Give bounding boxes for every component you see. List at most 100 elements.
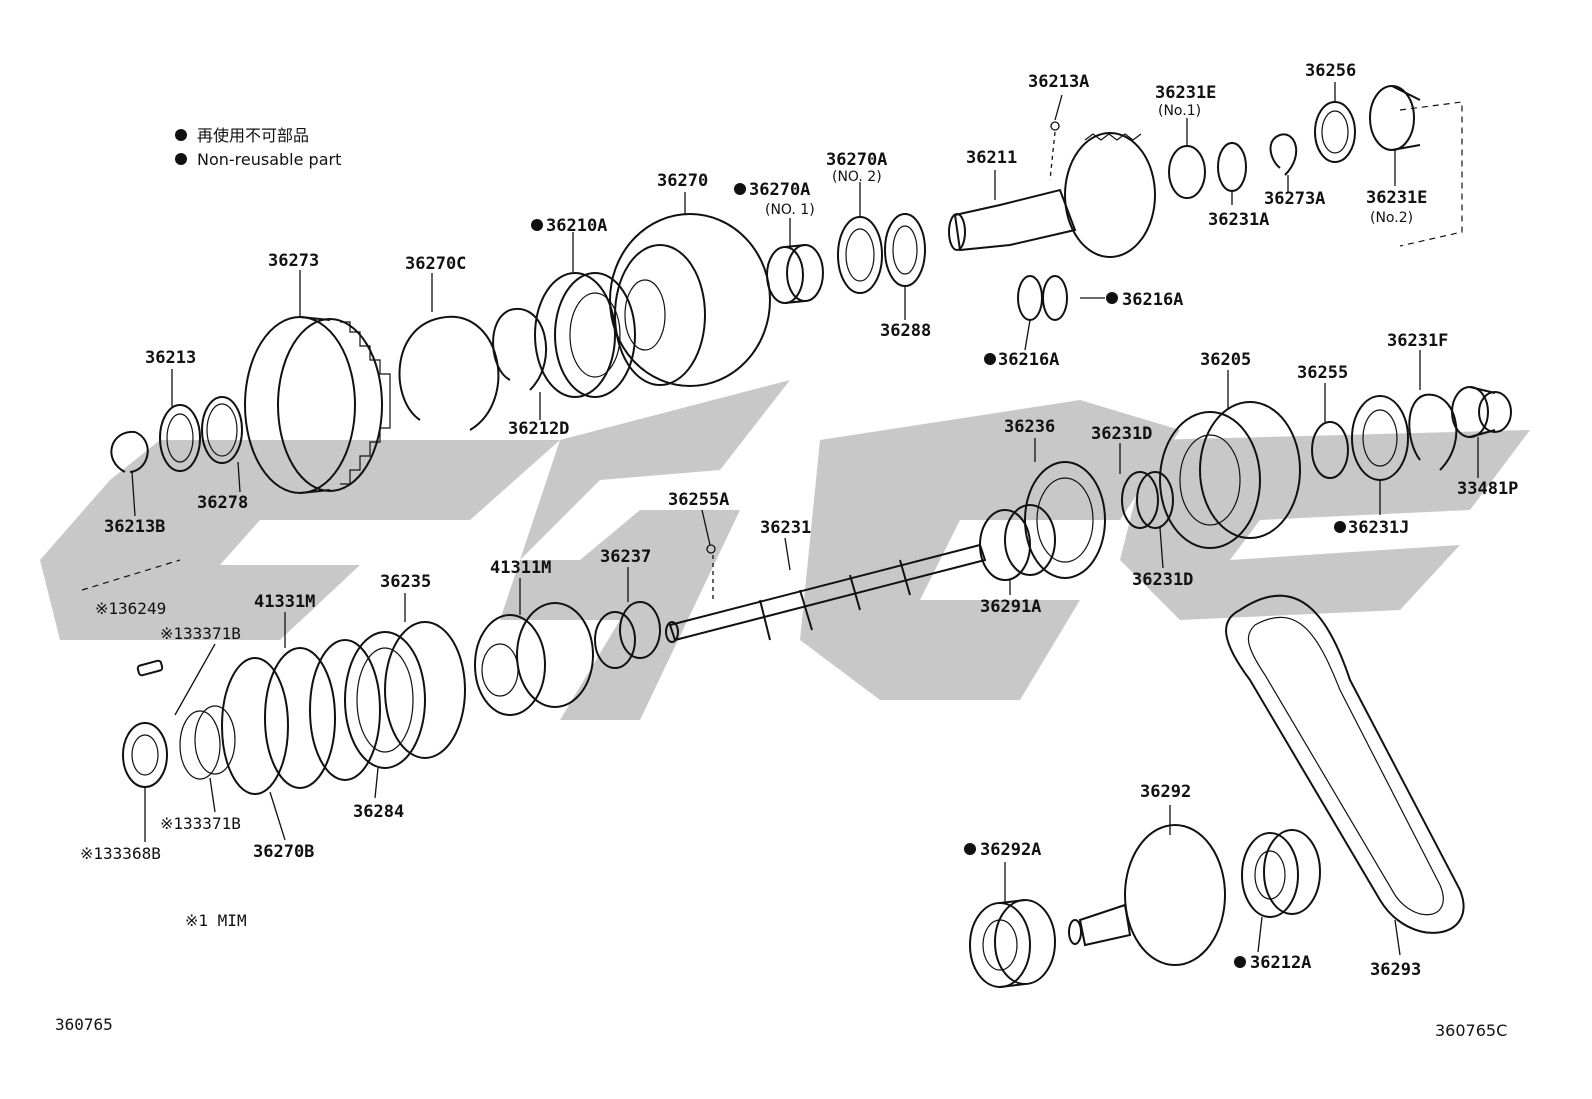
legend-bullet-icon	[175, 129, 187, 141]
part-label-36270B: 36270B	[253, 842, 314, 862]
part-label-36255: 36255	[1297, 363, 1348, 383]
snap-ring-36231F	[1408, 393, 1458, 471]
watermark-logo	[40, 380, 1530, 720]
snap-ring-36213B	[110, 430, 149, 473]
part-label-41331M: 41331M	[254, 592, 315, 612]
part-label-36213: 36213	[145, 348, 196, 368]
part-label-33371B-bottom: ※133371B	[160, 814, 241, 833]
washer-36288	[884, 213, 926, 287]
legend-en: Non-reusable part	[197, 150, 341, 169]
part-label-36211: 36211	[966, 148, 1017, 168]
ball-icon	[1050, 121, 1060, 131]
part-label-36256: 36256	[1305, 61, 1356, 81]
snap-ring-36212D	[492, 307, 547, 391]
non-reusable-dot-icon	[531, 219, 543, 231]
part-sublabel-36231E-no1: (No.1)	[1158, 103, 1201, 119]
key-36249	[136, 659, 164, 677]
carrier-36270	[609, 213, 771, 387]
part-label-36216A-left: 36216A	[998, 350, 1059, 370]
mim-note: ※1 MIM	[185, 911, 247, 930]
part-label-36213A: 36213A	[1028, 72, 1089, 92]
bearing-36210A	[534, 272, 616, 398]
ring-36255	[1311, 421, 1349, 479]
part-label-36249: ※136249	[95, 599, 166, 618]
snap-ring-36270C	[398, 315, 500, 431]
part-label-36273A: 36273A	[1264, 189, 1325, 209]
part-label-41311M: 41311M	[490, 558, 551, 578]
part-label-36231D-bottom: 36231D	[1132, 570, 1193, 590]
part-label-36205: 36205	[1200, 350, 1251, 370]
needle-bearing-36291A	[979, 509, 1031, 581]
non-reusable-dot-icon	[1334, 521, 1346, 533]
part-label-36288: 36288	[880, 321, 931, 341]
ring-36270B	[221, 657, 289, 795]
part-label-36212D: 36212D	[508, 419, 569, 439]
part-label-36235: 36235	[380, 572, 431, 592]
diagram-ref-left: 360765	[55, 1015, 113, 1034]
part-label-36273: 36273	[268, 251, 319, 271]
part-sublabel-36231E-no2: (No.2)	[1370, 210, 1413, 226]
non-reusable-dot-icon	[1234, 956, 1246, 968]
main-shaft-36231	[668, 543, 987, 642]
leader-lines	[131, 82, 1479, 956]
needle-bearing-36270A-no1	[766, 246, 804, 304]
ring-41331M	[264, 647, 336, 789]
sprocket-36292	[1124, 824, 1226, 966]
ring-36284	[309, 639, 381, 781]
part-label-36270: 36270	[657, 171, 708, 191]
drum-36235	[344, 631, 426, 769]
part-label-36292A: 36292A	[980, 840, 1041, 860]
ring-36231A	[1217, 142, 1247, 192]
part-label-36231D-top: 36231D	[1091, 424, 1152, 444]
part-label-33368B: ※133368B	[80, 844, 161, 863]
part-label-36212A: 36212A	[1250, 953, 1311, 973]
part-label-36255A: 36255A	[668, 490, 729, 510]
part-label-36270C: 36270C	[405, 254, 466, 274]
legend-jp: 再使用不可部品	[197, 126, 309, 145]
bearing-36292A	[969, 902, 1031, 988]
part-label-36293: 36293	[1370, 960, 1421, 980]
ring-36213	[159, 404, 201, 472]
part-label-36291A: 36291A	[980, 597, 1041, 617]
footer: ※1 MIM 360765 360765C	[55, 911, 1507, 1040]
ball-icon	[706, 544, 716, 554]
part-label-36237: 36237	[600, 547, 651, 567]
part-label-36210A: 36210A	[546, 216, 607, 236]
part-36236	[1024, 461, 1106, 579]
part-sublabel-36270A-no2: (NO. 2)	[832, 169, 882, 185]
part-label-36284: 36284	[353, 802, 404, 822]
diagram-ref-right: 360765C	[1435, 1021, 1507, 1040]
part-36237	[594, 611, 636, 669]
bearing-36231E-no2	[1369, 85, 1415, 151]
part-33368B	[122, 722, 168, 788]
snap-ring-36273A	[1269, 133, 1298, 176]
part-label-36231A: 36231A	[1208, 210, 1269, 230]
part-label-36231F: 36231F	[1387, 331, 1448, 351]
part-label-36292: 36292	[1140, 782, 1191, 802]
ring-36216A	[1017, 275, 1043, 321]
part-label-36231J: 36231J	[1348, 518, 1409, 538]
part-label-36231E-no1: 36231E	[1155, 83, 1216, 103]
part-41311M	[474, 614, 546, 716]
group-boxes	[81, 101, 1463, 591]
non-reusable-markers	[531, 121, 1346, 968]
part-sublabel-36270A-no1: (NO. 1)	[765, 202, 815, 218]
non-reusable-dot-icon	[734, 183, 746, 195]
part-label-36231: 36231	[760, 518, 811, 538]
part-labels: 36213A 36231E (No.1) 36256 36211 36270A …	[80, 61, 1518, 980]
part-label-36213B: 36213B	[104, 517, 165, 537]
part-label-36270A-no2: 36270A	[826, 150, 887, 170]
non-reusable-dot-icon	[964, 843, 976, 855]
part-label-36270A-no1: 36270A	[749, 180, 810, 200]
part-label-36231E-no2: 36231E	[1366, 188, 1427, 208]
bearing-36212A	[1241, 832, 1299, 918]
part-label-36236: 36236	[1004, 417, 1055, 437]
legend-bullet-icon	[175, 153, 187, 165]
ring-36278	[201, 396, 243, 464]
part-label-36278: 36278	[197, 493, 248, 513]
ring-33371B	[179, 710, 221, 780]
non-reusable-dot-icon	[984, 353, 996, 365]
legend: 再使用不可部品 Non-reusable part	[175, 126, 341, 169]
